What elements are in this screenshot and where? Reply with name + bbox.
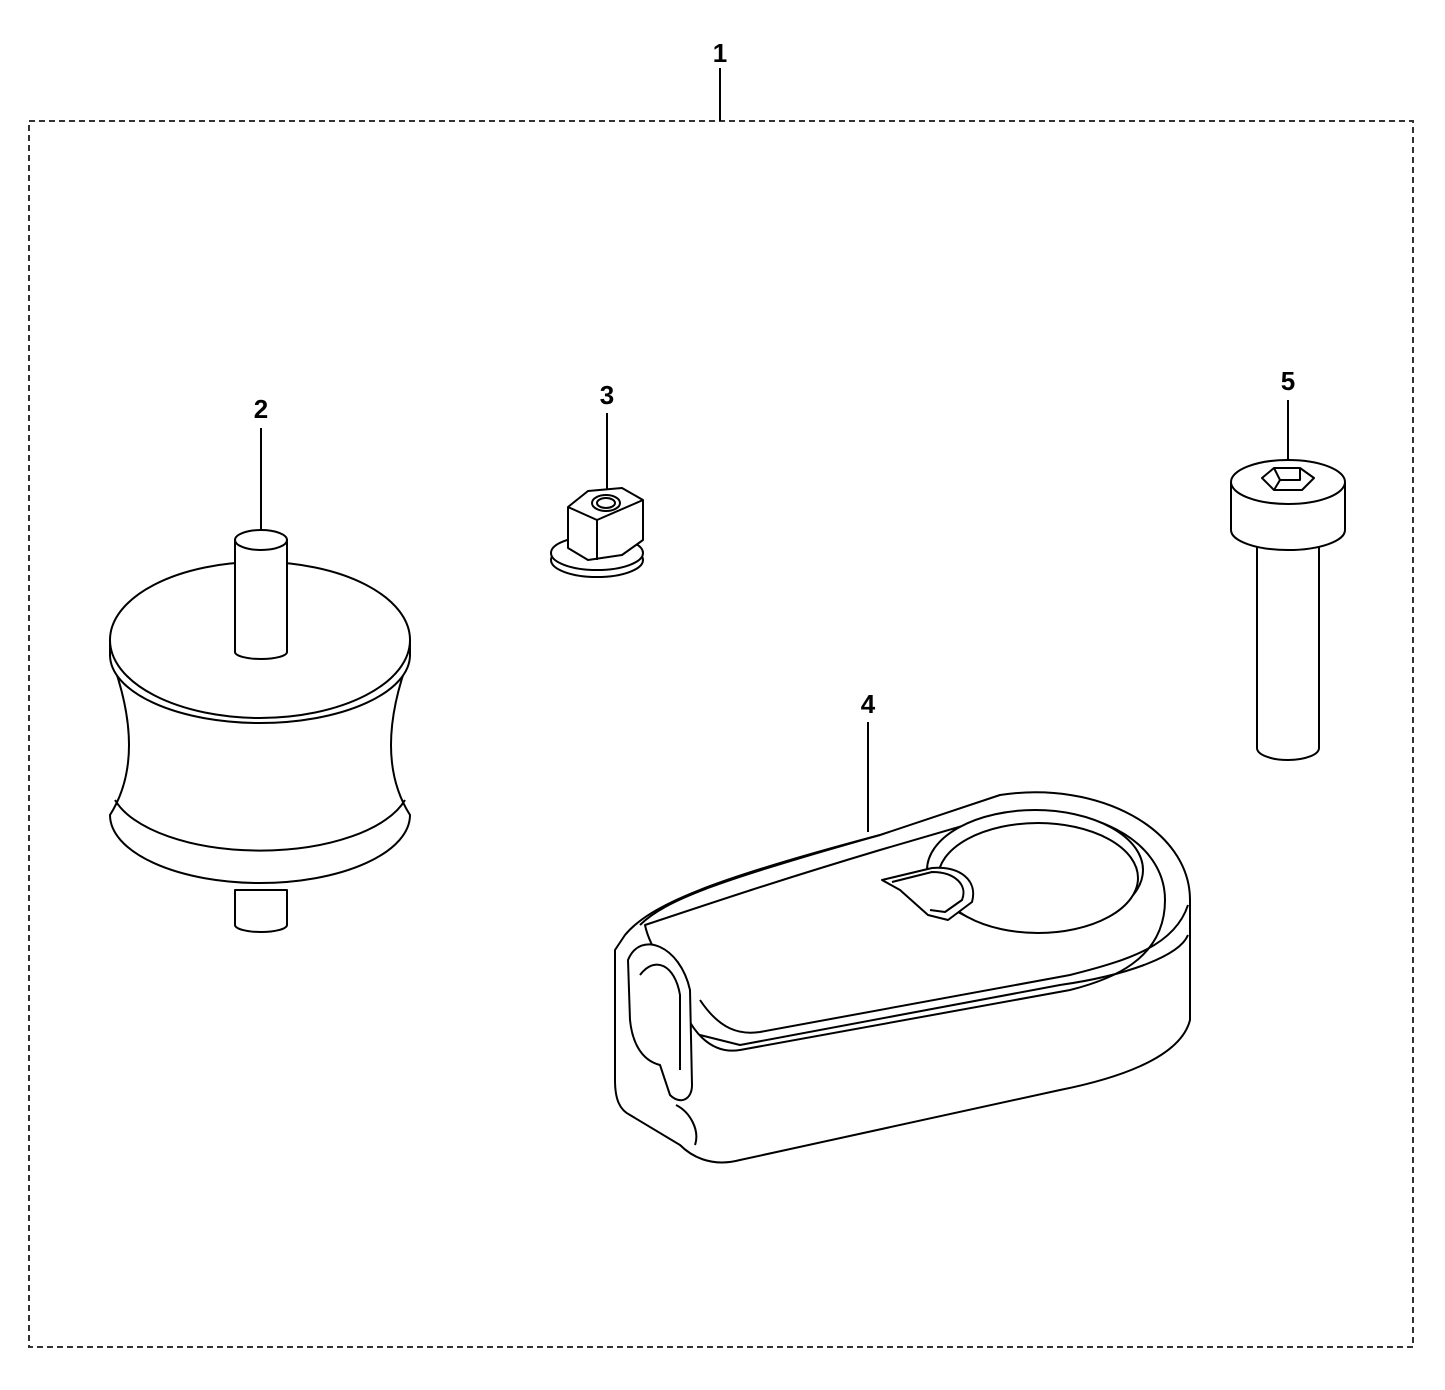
nut-hex-body xyxy=(567,487,644,561)
mount-callout: 2 xyxy=(254,394,268,530)
nut-callout-label: 3 xyxy=(600,380,614,410)
rubber-mount-part[interactable] xyxy=(109,529,411,933)
clamp-key-slot-inner xyxy=(891,871,965,913)
clamp-front-slit xyxy=(675,1104,698,1146)
clamp-shoulder-line xyxy=(699,904,1189,1034)
screw-shank xyxy=(1256,529,1320,761)
flange-nut-part[interactable] xyxy=(550,487,644,578)
nut-callout: 3 xyxy=(600,380,614,490)
clamp-cable-opening xyxy=(627,943,693,1102)
mount-bottom-stud xyxy=(234,889,288,933)
kit-assembly: 1 xyxy=(28,38,1414,1348)
clamp-top-edge xyxy=(639,834,881,926)
clamp-cable-opening-inner xyxy=(639,963,681,1070)
mount-top-stud xyxy=(234,539,288,660)
kit-callout-label: 1 xyxy=(713,38,727,68)
screw-hex-socket-depth xyxy=(1273,467,1301,491)
screw-callout-label: 5 xyxy=(1281,366,1295,396)
nut-thread-inner xyxy=(596,497,616,509)
mount-bottom-band xyxy=(114,799,406,852)
mount-callout-label: 2 xyxy=(254,394,268,424)
clamp-callout-label: 4 xyxy=(861,689,876,719)
clamp-key-slot xyxy=(881,866,975,921)
clamp-callout: 4 xyxy=(861,689,876,832)
mount-top-stud-end xyxy=(234,529,288,551)
screw-callout: 5 xyxy=(1281,366,1295,460)
cable-clamp-part[interactable] xyxy=(614,791,1191,1164)
nut-hex-face-edges xyxy=(567,499,644,560)
clamp-side-line xyxy=(699,934,1189,1046)
cap-screw-part[interactable] xyxy=(1230,459,1346,761)
